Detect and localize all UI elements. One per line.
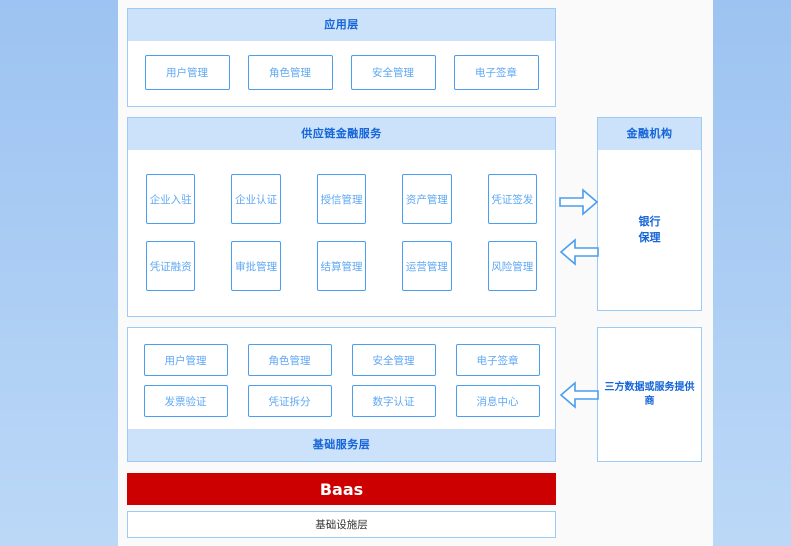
tile-basic-security-management[interactable]: 安全管理 bbox=[351, 344, 436, 376]
financial-institution-title: 金融机构 bbox=[598, 118, 701, 150]
infrastructure-layer-bar: 基础设施层 bbox=[127, 511, 556, 538]
scf-tile-row-2: 凭证融资 审批管理 结算管理 运营管理 风险管理 bbox=[128, 241, 555, 291]
financial-institution-line-factoring: 保理 bbox=[638, 231, 661, 244]
tile-risk-management[interactable]: 风险管理 bbox=[487, 241, 538, 291]
application-layer-body: 用户管理 角色管理 安全管理 电子签章 bbox=[128, 41, 555, 90]
financial-institution-text: 银行 保理 bbox=[639, 214, 661, 246]
basic-service-layer-panel: 用户管理 角色管理 安全管理 电子签章 发票验证 凭证拆分 数字认证 消息中心 … bbox=[127, 327, 556, 462]
application-layer-tile-row: 用户管理 角色管理 安全管理 电子签章 bbox=[128, 55, 555, 90]
tile-enterprise-certification[interactable]: 企业认证 bbox=[231, 174, 281, 224]
arrow-scf-to-financial-icon bbox=[559, 188, 599, 216]
infrastructure-layer-label: 基础设施层 bbox=[315, 519, 368, 531]
tile-voucher-split[interactable]: 凭证拆分 bbox=[247, 385, 332, 417]
tile-user-management[interactable]: 用户管理 bbox=[144, 55, 230, 90]
baas-bar: Baas bbox=[127, 473, 556, 505]
arrow-financial-to-scf-icon bbox=[559, 238, 599, 266]
application-layer-title: 应用层 bbox=[128, 9, 555, 41]
scf-tile-row-1: 企业入驻 企业认证 授信管理 资产管理 凭证签发 bbox=[128, 174, 555, 224]
third-party-provider-label: 三方数据或服务提供商 bbox=[604, 381, 695, 407]
tile-electronic-seal[interactable]: 电子签章 bbox=[453, 55, 539, 90]
tile-role-management[interactable]: 角色管理 bbox=[247, 55, 333, 90]
basic-service-layer-title: 基础服务层 bbox=[128, 429, 555, 461]
tile-enterprise-onboarding[interactable]: 企业入驻 bbox=[145, 174, 196, 224]
basic-service-layer-body: 用户管理 角色管理 安全管理 电子签章 发票验证 凭证拆分 数字认证 消息中心 bbox=[128, 328, 555, 417]
supply-chain-finance-panel: 供应链金融服务 企业入驻 企业认证 授信管理 资产管理 凭证签发 凭证融资 审批… bbox=[127, 117, 556, 317]
supply-chain-finance-body: 企业入驻 企业认证 授信管理 资产管理 凭证签发 凭证融资 审批管理 结算管理 … bbox=[128, 174, 555, 291]
tile-voucher-financing[interactable]: 凭证融资 bbox=[145, 241, 196, 291]
tile-voucher-issuance[interactable]: 凭证签发 bbox=[487, 174, 538, 224]
tile-security-management[interactable]: 安全管理 bbox=[350, 55, 436, 90]
tile-settlement-management[interactable]: 结算管理 bbox=[316, 241, 367, 291]
tile-basic-electronic-seal[interactable]: 电子签章 bbox=[455, 344, 540, 376]
third-party-provider-panel: 三方数据或服务提供商 bbox=[597, 327, 702, 462]
basic-tile-row-2: 发票验证 凭证拆分 数字认证 消息中心 bbox=[128, 385, 555, 417]
tile-operation-management[interactable]: 运营管理 bbox=[402, 241, 452, 291]
tile-digital-certification[interactable]: 数字认证 bbox=[351, 385, 436, 417]
financial-institution-panel: 金融机构 银行 保理 bbox=[597, 117, 702, 311]
tile-credit-management[interactable]: 授信管理 bbox=[316, 174, 367, 224]
basic-tile-row-1: 用户管理 角色管理 安全管理 电子签章 bbox=[128, 328, 555, 376]
tile-approval-management[interactable]: 审批管理 bbox=[231, 241, 281, 291]
tile-message-center[interactable]: 消息中心 bbox=[455, 385, 540, 417]
tile-basic-role-management[interactable]: 角色管理 bbox=[247, 344, 332, 376]
application-layer-panel: 应用层 用户管理 角色管理 安全管理 电子签章 bbox=[127, 8, 556, 107]
tile-asset-management[interactable]: 资产管理 bbox=[402, 174, 452, 224]
financial-institution-line-bank: 银行 bbox=[638, 215, 661, 228]
tile-basic-user-management[interactable]: 用户管理 bbox=[143, 344, 228, 376]
supply-chain-finance-title: 供应链金融服务 bbox=[128, 118, 555, 150]
arrow-thirdparty-to-basic-icon bbox=[559, 381, 599, 409]
baas-label: Baas bbox=[319, 479, 364, 499]
tile-invoice-verification[interactable]: 发票验证 bbox=[143, 385, 228, 417]
financial-institution-body: 银行 保理 bbox=[598, 150, 701, 310]
